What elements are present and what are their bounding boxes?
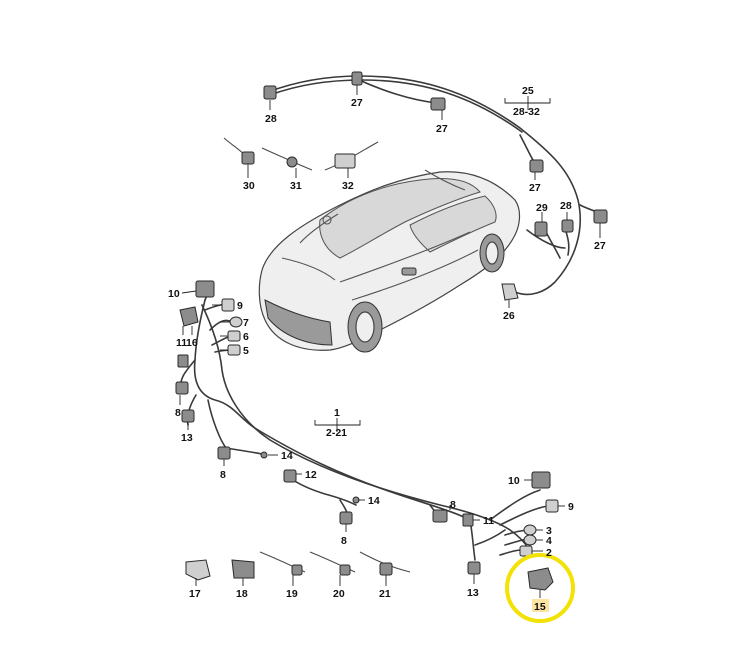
label-27-right: 27 bbox=[529, 182, 541, 194]
part-15-highlighted bbox=[505, 553, 575, 623]
part-30 bbox=[223, 137, 255, 165]
label-5: 5 bbox=[243, 345, 249, 357]
connector-9-left bbox=[221, 298, 235, 312]
connector-8-left bbox=[175, 381, 189, 395]
label-32: 32 bbox=[342, 180, 354, 192]
label-range-28-32: 28-32 bbox=[513, 106, 540, 118]
label-3: 3 bbox=[546, 525, 552, 537]
label-28-top: 28 bbox=[265, 113, 277, 125]
label-8-right: 8 bbox=[450, 499, 456, 511]
label-25: 25 bbox=[522, 85, 534, 97]
connector-7-left bbox=[229, 316, 243, 328]
label-26: 26 bbox=[503, 310, 515, 322]
label-1: 1 bbox=[334, 407, 340, 419]
connector-3-right bbox=[523, 524, 537, 536]
connector-8-right bbox=[432, 509, 448, 523]
label-21: 21 bbox=[379, 588, 391, 600]
connector-6-left bbox=[227, 330, 241, 342]
connector-5-left bbox=[227, 344, 241, 356]
connector-4-right bbox=[523, 534, 537, 546]
label-12: 12 bbox=[305, 469, 317, 481]
label-4: 4 bbox=[546, 535, 552, 547]
connector-28-right bbox=[561, 219, 574, 233]
label-7: 7 bbox=[243, 317, 249, 329]
connector-12 bbox=[283, 469, 297, 483]
connector-8-lower-left bbox=[217, 446, 231, 460]
connector-16 bbox=[179, 306, 199, 327]
connector-13-right bbox=[467, 561, 481, 575]
connector-28-top bbox=[263, 85, 277, 100]
part-20 bbox=[309, 551, 356, 576]
label-28-right: 28 bbox=[560, 200, 572, 212]
label-30: 30 bbox=[243, 180, 255, 192]
label-20: 20 bbox=[333, 588, 345, 600]
part-17 bbox=[185, 559, 211, 581]
connector-27-top bbox=[351, 71, 363, 86]
label-16: 16 bbox=[186, 337, 198, 349]
leader-lines bbox=[179, 85, 601, 598]
connector-27-mid bbox=[430, 97, 446, 111]
label-10-right: 10 bbox=[508, 475, 520, 487]
connector-29 bbox=[534, 221, 548, 237]
label-2: 2 bbox=[546, 547, 552, 559]
connector-13-left bbox=[181, 409, 195, 423]
label-29: 29 bbox=[536, 202, 548, 214]
label-8-mid: 8 bbox=[341, 535, 347, 547]
label-27-top: 27 bbox=[351, 97, 363, 109]
main-harness-1 bbox=[180, 283, 549, 561]
connector-8-mid bbox=[339, 511, 353, 525]
car-illustration bbox=[258, 169, 521, 353]
label-11-left: 11 bbox=[176, 337, 187, 349]
part-31 bbox=[261, 147, 313, 171]
label-31: 31 bbox=[290, 180, 302, 192]
label-6: 6 bbox=[243, 331, 249, 343]
connector-27-right bbox=[529, 159, 544, 173]
label-13-left: 13 bbox=[181, 432, 193, 444]
label-17: 17 bbox=[189, 588, 201, 600]
part-32 bbox=[324, 141, 379, 171]
label-14-left: 14 bbox=[281, 450, 293, 462]
label-9-right: 9 bbox=[568, 501, 574, 513]
callout-labels: 28 27 27 27 27 29 28 26 25 28-32 30 31 3… bbox=[168, 85, 606, 613]
connector-27-far-right bbox=[593, 209, 608, 224]
connector-14-left bbox=[260, 451, 268, 459]
part-18 bbox=[231, 559, 255, 579]
label-10-left: 10 bbox=[168, 288, 180, 300]
label-18: 18 bbox=[236, 588, 248, 600]
label-13-right: 13 bbox=[467, 587, 479, 599]
connector-11-left bbox=[177, 354, 189, 368]
label-27-far-right: 27 bbox=[594, 240, 606, 252]
label-15: 15 bbox=[534, 601, 546, 613]
label-15-background bbox=[532, 599, 549, 612]
connector-26 bbox=[501, 283, 519, 301]
part-19 bbox=[259, 551, 306, 576]
connector-11-right bbox=[462, 513, 474, 527]
label-19: 19 bbox=[286, 588, 298, 600]
label-14-mid: 14 bbox=[368, 495, 380, 507]
label-11-right: 11 bbox=[483, 515, 494, 527]
connector-9-right bbox=[545, 499, 559, 513]
label-27-mid: 27 bbox=[436, 123, 448, 135]
label-8-left: 8 bbox=[175, 407, 181, 419]
label-8-lower-left: 8 bbox=[220, 469, 226, 481]
connector-10-right bbox=[531, 471, 551, 489]
label-range-2-21: 2-21 bbox=[326, 427, 347, 439]
label-9-left: 9 bbox=[237, 300, 243, 312]
connector-10-left bbox=[195, 280, 215, 298]
part-21 bbox=[359, 551, 411, 576]
